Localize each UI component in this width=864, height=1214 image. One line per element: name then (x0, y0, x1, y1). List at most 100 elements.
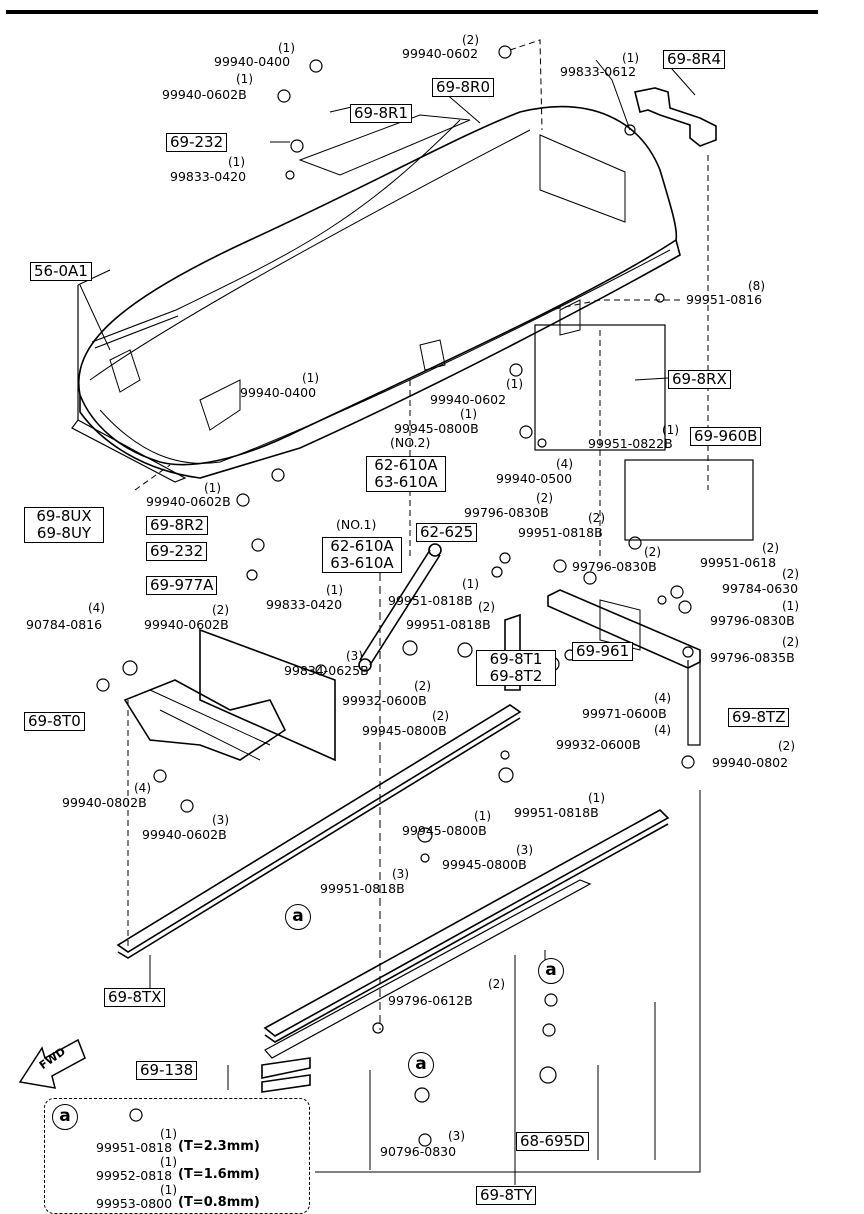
callout-69-8T1: 69-8T1 (489, 650, 543, 668)
latch-assembly (504, 589, 701, 746)
part-number: 99945-0800B (362, 723, 447, 738)
qty: (1) (588, 791, 605, 805)
callout-56-0A1[interactable]: 56-0A1 (30, 262, 92, 281)
qty: (2) (462, 33, 479, 47)
label-no2: (NO.2) (390, 435, 431, 450)
qty: (3) (346, 649, 363, 663)
qty: (1) (506, 377, 523, 391)
legend-part: 99951-0818 (96, 1140, 173, 1155)
rear-handle (634, 87, 717, 147)
legend-qty: (1) (160, 1183, 177, 1197)
part-number: 99940-0602B (144, 617, 229, 632)
callout-69-8UY: 69-8UY (36, 524, 92, 542)
callout-63-610A-no1: 63-610A (330, 554, 394, 572)
part-number: 99834-0625B (284, 663, 369, 678)
qty: (1) (662, 423, 679, 437)
qty: (1) (474, 809, 491, 823)
callout-69-8T0[interactable]: 69-8T0 (24, 712, 85, 731)
part-number: 99940-0602 (402, 46, 479, 61)
callout-strut-no2[interactable]: 62-610A 63-610A (366, 456, 446, 492)
part-number: 99796-0835B (710, 650, 795, 665)
part-number: 99940-0602 (430, 392, 507, 407)
qty: (1) (326, 583, 343, 597)
part-number: 99945-0800B (402, 823, 487, 838)
callout-69-961[interactable]: 69-961 (572, 642, 634, 661)
legend-part: 99952-0818 (96, 1168, 173, 1183)
callout-69-232-mid[interactable]: 69-232 (146, 542, 208, 561)
side-rails (116, 704, 670, 1093)
legend-thickness: (T=0.8mm) (178, 1195, 260, 1210)
callout-69-8TY[interactable]: 69-8TY (476, 1186, 537, 1205)
qty: (3) (392, 867, 409, 881)
qty: (2) (782, 635, 799, 649)
callout-62-610A-no2: 62-610A (374, 456, 438, 474)
qty: (2) (782, 567, 799, 581)
callout-69-8TX[interactable]: 69-8TX (104, 988, 166, 1007)
part-number: 99940-0602B (146, 494, 231, 509)
part-number: 90784-0816 (26, 617, 103, 632)
fastener-marks (96, 45, 695, 1147)
legend-thickness: (T=1.6mm) (178, 1167, 260, 1182)
part-number: 99784-0630 (722, 581, 799, 596)
callout-69-8R4[interactable]: 69-8R4 (663, 50, 726, 69)
legend-part: 99953-0800 (96, 1196, 173, 1211)
part-number: 99796-0830B (710, 613, 795, 628)
qty: (3) (448, 1129, 465, 1143)
callout-62-625[interactable]: 62-625 (416, 523, 478, 542)
callout-63-610A-no2: 63-610A (374, 473, 438, 491)
reference-a-marker: a (285, 904, 311, 930)
callout-69-8UX-8UY[interactable]: 69-8UX 69-8UY (24, 507, 104, 543)
callout-69-8R0[interactable]: 69-8R0 (432, 78, 495, 97)
qty: (2) (588, 511, 605, 525)
callout-69-960B[interactable]: 69-960B (690, 427, 762, 446)
part-number: 99940-0400 (240, 385, 317, 400)
callout-69-232-top[interactable]: 69-232 (166, 133, 228, 152)
part-number: 99951-0818B (514, 805, 599, 820)
part-number: 99833-0420 (170, 169, 247, 184)
qty: (2) (536, 491, 553, 505)
qty: (1) (622, 51, 639, 65)
qty: (3) (516, 843, 533, 857)
callout-69-8UX: 69-8UX (36, 507, 92, 525)
part-number: 99945-0800B (394, 421, 479, 436)
qty: (2) (414, 679, 431, 693)
part-number: 99940-0602B (162, 87, 247, 102)
qty: (4) (134, 781, 151, 795)
qty: (2) (644, 545, 661, 559)
qty: (1) (462, 577, 479, 591)
qty: (4) (556, 457, 573, 471)
callout-69-977A[interactable]: 69-977A (146, 576, 218, 595)
fwd-arrow (18, 1038, 86, 1089)
legend-qty: (1) (160, 1155, 177, 1169)
qty: (2) (488, 977, 505, 991)
part-number: 99951-0822B (588, 436, 673, 451)
part-number: 99945-0800B (442, 857, 527, 872)
part-number: 99796-0830B (464, 505, 549, 520)
legend-reference-a: a (52, 1104, 78, 1130)
part-number: 99940-0400 (214, 54, 291, 69)
callout-strut-no1[interactable]: 62-610A 63-610A (322, 537, 402, 573)
callout-69-8R2[interactable]: 69-8R2 (146, 516, 209, 535)
part-number: 99833-0420 (266, 597, 343, 612)
qty: (1) (236, 72, 253, 86)
part-number: 99940-0802 (712, 755, 789, 770)
callout-62-610A-no1: 62-610A (330, 537, 394, 555)
qty: (1) (228, 155, 245, 169)
part-number: 99940-0500 (496, 471, 573, 486)
part-number: 99971-0600B (582, 706, 667, 721)
part-number: 99833-0612 (560, 64, 637, 79)
qty: (2) (478, 600, 495, 614)
rail-mount-bracket (123, 628, 336, 762)
callout-68-695D[interactable]: 68-695D (516, 1132, 589, 1151)
qty: (1) (460, 407, 477, 421)
washer-legend (44, 1098, 310, 1214)
cargo-box-shell (71, 105, 681, 483)
callout-69-8R1[interactable]: 69-8R1 (350, 104, 413, 123)
callout-69-138[interactable]: 69-138 (136, 1061, 198, 1080)
callout-69-8RX[interactable]: 69-8RX (668, 370, 731, 389)
callout-69-8T1-8T2[interactable]: 69-8T1 69-8T2 (476, 650, 556, 686)
qty: (2) (432, 709, 449, 723)
label-no1: (NO.1) (336, 517, 377, 532)
callout-69-8TZ[interactable]: 69-8TZ (728, 708, 790, 727)
